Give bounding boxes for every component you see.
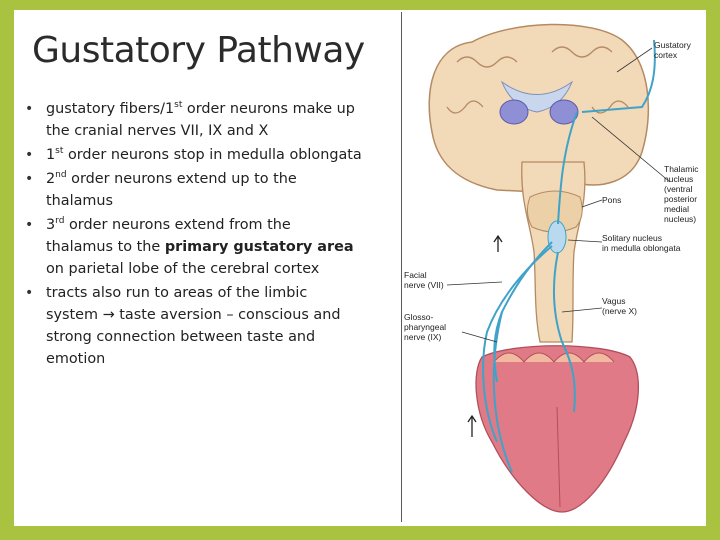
- bullet-item: • 1st order neurons stop in medulla oblo…: [22, 144, 362, 166]
- bullet-sup: st: [174, 100, 183, 111]
- leader-lines: [446, 47, 671, 343]
- label-line: nucleus): [664, 214, 696, 224]
- label-line: cortex: [654, 50, 678, 60]
- right-arrow-icon: →: [102, 307, 115, 323]
- bullet-list: • gustatory fibers/1st order neurons mak…: [22, 98, 362, 372]
- label-line: Vagus: [602, 296, 625, 306]
- label-vagus-nerve: Vagus (nerve X): [602, 296, 637, 316]
- bullet-dot: •: [25, 217, 34, 233]
- label-facial-nerve: Facial nerve (VII): [404, 270, 444, 290]
- gustatory-pathway-diagram: Gustatory cortex Thalamic nucleus (ventr…: [404, 23, 701, 513]
- tongue-papillae: [493, 352, 615, 363]
- label-pons: Pons: [602, 195, 621, 205]
- label-line: Facial: [404, 270, 427, 280]
- bullet-dot: •: [25, 101, 34, 117]
- label-line: nerve (VII): [404, 280, 444, 290]
- bullet-text: on parietal lobe of the cerebral cortex: [46, 261, 320, 277]
- slide-title: Gustatory Pathway: [32, 30, 365, 71]
- label-line: nucleus: [664, 174, 693, 184]
- tongue-midline: [556, 406, 561, 508]
- cortex-folds: [446, 46, 629, 114]
- label-line: Glosso-: [404, 312, 433, 322]
- thalamus-right: [549, 99, 579, 125]
- pons: [526, 190, 583, 233]
- bullet-text: 1: [46, 147, 56, 163]
- bullet-text: taste aversion – conscious and strong co…: [46, 307, 341, 367]
- slide-frame-bottom: [0, 526, 720, 540]
- label-line: in medulla oblongata: [602, 243, 681, 253]
- bullet-sup: nd: [55, 170, 67, 181]
- bullet-text: tracts also run to areas of the limbic s…: [46, 285, 308, 323]
- bullet-item: • 3rd order neurons extend from the thal…: [22, 214, 362, 280]
- label-gustatory-cortex: Gustatory cortex: [654, 40, 693, 60]
- label-line: (ventral: [664, 184, 692, 194]
- bullet-sup: rd: [55, 216, 65, 227]
- slide-frame-left: [0, 0, 14, 540]
- pathway-arrows: [467, 234, 503, 437]
- bullet-text: gustatory fibers/1: [46, 101, 175, 117]
- bullet-sup: st: [55, 146, 64, 157]
- label-solitary-nucleus: Solitary nucleus in medulla oblongata: [602, 233, 681, 253]
- bullet-text: order neurons stop in medulla oblongata: [63, 147, 362, 163]
- label-line: Thalamic: [664, 164, 699, 174]
- label-glossopharyngeal-nerve: Glosso- pharyngeal nerve (IX): [404, 312, 448, 342]
- bullet-text: 3: [46, 217, 56, 233]
- label-thalamic-nucleus: Thalamic nucleus (ventral posterior medi…: [664, 164, 701, 224]
- column-divider: [401, 12, 402, 522]
- bullet-dot: •: [25, 147, 34, 163]
- bullet-dot: •: [25, 171, 34, 187]
- bullet-item: • 2nd order neurons extend up to the tha…: [22, 168, 362, 212]
- slide-frame-right: [706, 0, 720, 540]
- bullet-text: order neurons extend from the thalamus t…: [46, 217, 291, 255]
- label-line: medial: [664, 204, 689, 214]
- slide-frame-top: [0, 0, 720, 10]
- thalamus-left: [499, 99, 529, 125]
- gustatory-pathway-lines: [482, 39, 656, 473]
- bullet-text: order neurons extend up to the thalamus: [46, 171, 297, 209]
- bullet-item: • gustatory fibers/1st order neurons mak…: [22, 98, 362, 142]
- bullet-dot: •: [25, 285, 34, 301]
- label-line: (nerve X): [602, 306, 637, 316]
- label-line: posterior: [664, 194, 697, 204]
- bullet-item: • tracts also run to areas of the limbic…: [22, 282, 362, 370]
- bullet-bold-text: primary gustatory area: [164, 239, 354, 255]
- label-line: pharyngeal: [404, 322, 446, 332]
- bullet-text: order neurons make up the cranial nerves…: [46, 101, 355, 139]
- bullet-text: 2: [46, 171, 56, 187]
- label-line: Gustatory: [654, 40, 692, 50]
- label-line: nerve (IX): [404, 332, 441, 342]
- label-line: Solitary nucleus: [602, 233, 662, 243]
- tongue: [475, 345, 639, 513]
